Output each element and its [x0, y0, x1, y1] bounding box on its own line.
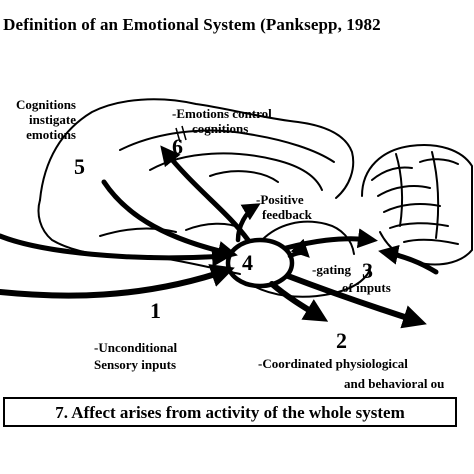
label-line: emotions — [26, 127, 76, 142]
label-line: cognitions — [192, 121, 249, 136]
diagram-title: l Definition of an Emotional System (Pan… — [0, 15, 381, 34]
label-line: -Positive — [256, 192, 304, 207]
label-line: feedback — [262, 207, 312, 222]
arrow-output-1 — [269, 281, 329, 322]
arrow-unconditional-input — [0, 264, 235, 299]
summary-box: 7. Affect arises from activity of the wh… — [3, 397, 457, 427]
arrow-left-upper-input — [0, 233, 232, 267]
number-1: 1 — [150, 298, 161, 323]
number-3: 3 — [362, 258, 373, 283]
arrow-output-2 — [285, 273, 427, 329]
number-4: 4 — [242, 250, 253, 275]
pathway-arrows — [0, 145, 439, 329]
arrow-core-to-cognitions — [160, 145, 251, 243]
label-gating: -gating of inputs — [312, 262, 391, 295]
label-unconditional: -Unconditional Sensory inputs — [94, 340, 177, 372]
arrow-return-feedback — [378, 244, 439, 275]
arrow-cognitions-to-core — [101, 179, 238, 261]
arrow-positive-feedback — [235, 203, 261, 243]
label-line: of inputs — [342, 280, 391, 295]
label-emotions-control: -Emotions control cognitions — [172, 106, 272, 136]
arrow-core-to-right — [283, 228, 378, 251]
label-coordinated: -Coordinated physiological and behaviora… — [258, 356, 444, 391]
number-6: 6 — [172, 134, 183, 159]
number-5: 5 — [74, 154, 85, 179]
label-line: Sensory inputs — [94, 357, 176, 372]
hatch-marks — [175, 125, 187, 143]
label-line: -Emotions control — [172, 106, 272, 121]
central-node-ellipse — [225, 237, 295, 289]
label-line: Cognitions — [16, 97, 76, 112]
label-positive-feedback: -Positive feedback — [256, 192, 312, 222]
label-line: -Unconditional — [94, 340, 178, 355]
summary-text: 7. Affect arises from activity of the wh… — [55, 403, 405, 422]
cerebellum — [361, 144, 473, 266]
number-2: 2 — [336, 328, 347, 353]
label-cognitions-instigate: Cognitions instigate emotions — [0, 97, 76, 142]
label-line: instigate — [29, 112, 76, 127]
label-line: and behavioral ou — [344, 376, 445, 391]
label-line: -Coordinated physiological — [258, 356, 408, 371]
label-line: -gating — [312, 262, 351, 277]
arrow-gating-feedback — [287, 238, 310, 259]
